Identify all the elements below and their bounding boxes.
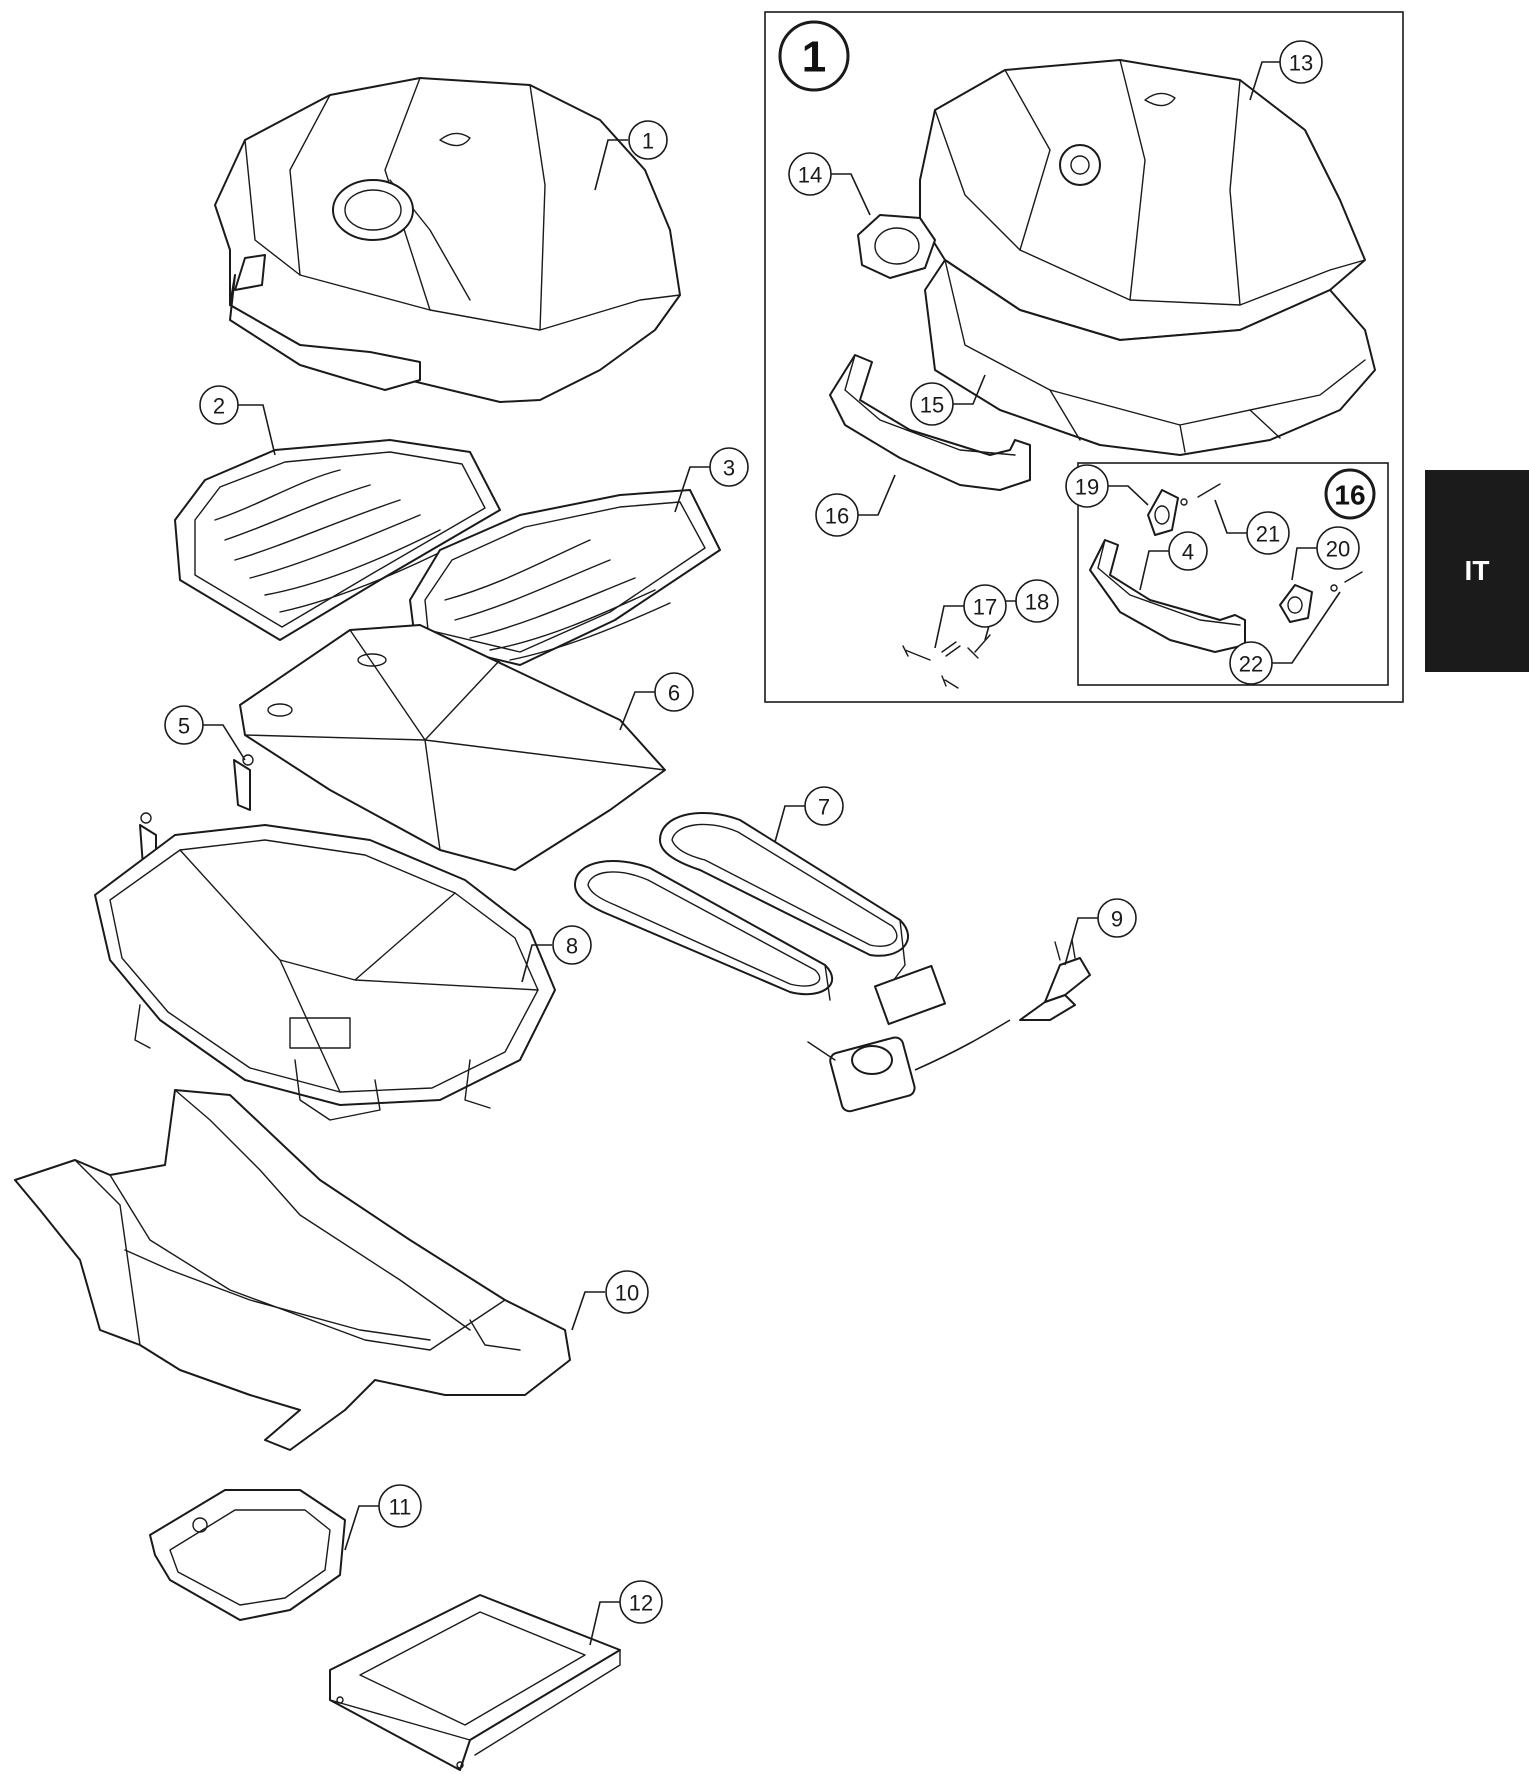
- group-label-handle-assembly: 16: [1324, 468, 1376, 520]
- callout-9: 9: [1097, 898, 1137, 938]
- svg-text:7: 7: [818, 795, 830, 820]
- handle-assembly-inset-box: [1077, 462, 1389, 686]
- callout-15: 15: [910, 382, 954, 426]
- svg-text:6: 6: [668, 681, 680, 706]
- language-tab-label: IT: [1464, 555, 1490, 586]
- part-thermometer-bezel: [857, 214, 936, 279]
- group-label-16-text: 16: [1334, 480, 1365, 511]
- part-lid: [214, 77, 681, 403]
- svg-text:17: 17: [973, 595, 997, 620]
- svg-text:14: 14: [798, 163, 822, 188]
- callout-18: 18: [1015, 579, 1059, 623]
- callout-14: 14: [788, 152, 832, 196]
- svg-text:16: 16: [825, 504, 849, 529]
- part-tray-holder: [329, 1594, 621, 1771]
- svg-text:11: 11: [389, 1495, 412, 1520]
- callout-2: 2: [199, 385, 239, 425]
- part-small-screws: [1180, 483, 1363, 592]
- svg-text:5: 5: [178, 714, 190, 739]
- callout-13: 13: [1279, 40, 1323, 84]
- callout-8: 8: [552, 925, 592, 965]
- callout-6: 6: [654, 672, 694, 712]
- part-drip-tray: [149, 1489, 346, 1621]
- callout-19: 19: [1065, 464, 1109, 508]
- part-cart-frame: [14, 1089, 571, 1451]
- part-lid-bottom: [924, 259, 1376, 456]
- callout-11: 11: [378, 1484, 422, 1528]
- part-grate-left: [174, 439, 501, 641]
- svg-text:10: 10: [615, 1281, 639, 1306]
- svg-text:20: 20: [1326, 537, 1350, 562]
- group-label-lid-assembly: 1: [778, 20, 850, 92]
- leader-lines: [203, 61, 1341, 1646]
- part-screws: [902, 634, 991, 689]
- svg-text:4: 4: [1182, 540, 1194, 565]
- callouts: 1 2 3 4 5 6 7 8 9 10 11 12 13 14 15 16 1…: [164, 40, 1360, 1624]
- part-end-cap-left: [1147, 489, 1179, 536]
- svg-text:1: 1: [642, 129, 654, 154]
- callout-3: 3: [709, 447, 749, 487]
- language-tab: IT: [1425, 470, 1529, 672]
- svg-text:8: 8: [566, 934, 578, 959]
- callout-1: 1: [628, 120, 668, 160]
- callout-12: 12: [619, 1580, 663, 1624]
- callout-10: 10: [605, 1270, 649, 1314]
- lid-assembly-inset-box: [764, 11, 1404, 703]
- callout-22: 22: [1229, 641, 1273, 685]
- svg-text:12: 12: [629, 1591, 653, 1616]
- callout-21: 21: [1246, 511, 1290, 555]
- part-end-cap-right: [1279, 584, 1313, 623]
- group-label-1-text: 1: [802, 33, 826, 82]
- callout-16: 16: [815, 493, 859, 537]
- svg-text:9: 9: [1111, 907, 1123, 932]
- callout-5: 5: [164, 705, 204, 745]
- svg-text:15: 15: [920, 393, 944, 418]
- part-handle-small: [1089, 539, 1246, 653]
- svg-text:3: 3: [723, 456, 735, 481]
- part-drip-plate: [239, 624, 666, 871]
- svg-text:21: 21: [1256, 522, 1280, 547]
- callout-17: 17: [963, 584, 1007, 628]
- callout-4: 4: [1168, 531, 1208, 571]
- svg-text:18: 18: [1025, 590, 1049, 615]
- callout-20: 20: [1316, 526, 1360, 570]
- part-firebox: [94, 824, 556, 1121]
- svg-text:2: 2: [213, 394, 225, 419]
- svg-text:22: 22: [1239, 652, 1263, 677]
- part-handle: [829, 354, 1031, 491]
- svg-text:13: 13: [1289, 51, 1313, 76]
- svg-text:19: 19: [1075, 475, 1099, 500]
- part-heating-element: [574, 812, 1091, 1113]
- callout-7: 7: [804, 786, 844, 826]
